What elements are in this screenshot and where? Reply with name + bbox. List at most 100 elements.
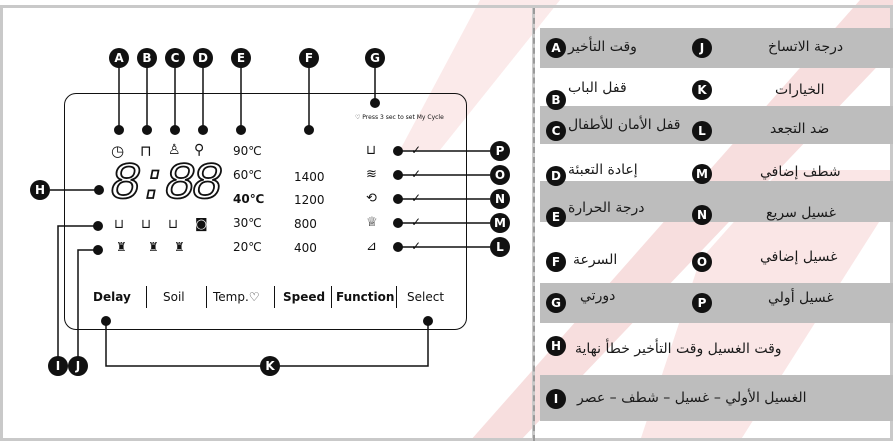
leader-dot: [198, 125, 208, 135]
door-lock-icon: ⊓: [140, 142, 152, 160]
leader-dot: [393, 242, 403, 252]
leader-dot: [93, 245, 103, 255]
seven-segment-display: 8:88: [109, 154, 224, 215]
legend-text-h: وقت الغسيل وقت التأخير خطأ نهاية: [575, 341, 782, 357]
prewash-option-icon: ⊔: [366, 143, 377, 158]
delay-button[interactable]: Delay: [93, 290, 131, 304]
legend-band: [540, 28, 893, 68]
extra-wash-option-icon: ≋: [366, 167, 377, 182]
leader-lines: [50, 66, 490, 367]
display-panel: [64, 93, 467, 330]
callout-m: M: [490, 213, 510, 233]
temp-90: 90℃: [233, 144, 262, 158]
leader-dot: [94, 185, 104, 195]
callout-i: I: [48, 356, 68, 376]
soil-normal-icon: ♜: [148, 240, 159, 254]
temp-60: 60℃: [233, 168, 262, 182]
extra-rinse-option-icon: ♕: [366, 215, 378, 230]
callout-a: A: [109, 48, 129, 68]
leader-dot: [114, 125, 124, 135]
legend-badge-p: P: [692, 293, 712, 313]
temp-40: 40℃: [233, 192, 265, 206]
callout-l: L: [490, 237, 510, 257]
callout-g: G: [365, 48, 385, 68]
button-separator: [274, 286, 275, 308]
select-button[interactable]: Select: [407, 290, 445, 304]
leader-dot: [423, 316, 433, 326]
callout-f: F: [299, 48, 319, 68]
check-mark: ✓: [411, 215, 422, 229]
leader-dot: [170, 125, 180, 135]
soil-heavy-icon: ♜: [174, 240, 185, 254]
temp-button[interactable]: Temp.♡: [213, 290, 260, 304]
legend-text-e: درجة الحرارة: [568, 200, 645, 216]
button-separator: [331, 286, 332, 308]
legend-badge-j: J: [692, 38, 712, 58]
button-separator: [206, 286, 207, 308]
leader-dot: [101, 316, 111, 326]
legend-text-i: الغسيل الأولي – غسيل – شطف – عصر: [577, 390, 807, 406]
legend-badge-c: C: [546, 121, 566, 141]
leader-dot: [304, 125, 314, 135]
child-lock-icon: ♙: [168, 142, 181, 158]
legend-badge-e: E: [546, 207, 566, 227]
callout-j: J: [68, 356, 88, 376]
heart-icon: ♡: [355, 114, 363, 121]
legend-badge-g: G: [546, 293, 566, 313]
callout-k: K: [260, 356, 280, 376]
callout-p: P: [490, 141, 510, 161]
spin-icon: ◙: [195, 217, 208, 232]
legend-band: [540, 283, 893, 323]
legend-badge-o: O: [692, 252, 712, 272]
legend-badge-a: A: [546, 38, 566, 58]
legend-badge-b: B: [546, 90, 566, 110]
button-separator: [146, 286, 147, 308]
function-button[interactable]: Function: [336, 290, 395, 304]
leader-dot: [393, 146, 403, 156]
speed-400: 400: [294, 241, 317, 255]
legend-text-c: قفل الأمان للأطفال: [568, 117, 681, 133]
heart-icon: ♡: [248, 290, 260, 304]
dashed-divider: [533, 8, 535, 441]
legend-text-b: قفل الباب: [568, 80, 627, 96]
legend-text-p: غسيل أولي: [768, 290, 834, 306]
legend-text-n: غسيل سريع: [766, 205, 836, 221]
leader-dot: [142, 125, 152, 135]
leader-dot: [93, 221, 103, 231]
speed-800: 800: [294, 217, 317, 231]
legend-band: [540, 375, 893, 421]
check-mark: ✓: [411, 191, 422, 205]
soil-light-icon: ♜: [116, 240, 127, 254]
legend-band: [540, 181, 893, 222]
callout-c: C: [165, 48, 185, 68]
legend-text-l: ضد التجعد: [770, 121, 830, 137]
my-cycle-hint: ♡ Press 3 sec to set My Cycle: [355, 114, 444, 121]
leader-dot: [236, 125, 246, 135]
legend-outer-frame: [535, 5, 893, 441]
callout-e: E: [231, 48, 251, 68]
legend-badge-f: F: [546, 252, 566, 272]
legend-band: [540, 106, 893, 144]
quick-wash-option-icon: ⟲: [366, 191, 377, 206]
legend-badge-n: N: [692, 205, 712, 225]
temp-20: 20℃: [233, 240, 262, 254]
wash-icon: ⊔: [141, 217, 152, 232]
leader-dot: [393, 194, 403, 204]
legend-badge-d: D: [546, 166, 566, 186]
speed-button[interactable]: Speed: [283, 290, 326, 304]
callout-b: B: [137, 48, 157, 68]
speed-1200: 1200: [294, 193, 325, 207]
callout-o: O: [490, 165, 510, 185]
legend-badge-k: K: [692, 80, 712, 100]
legend-badge-i: I: [546, 389, 566, 409]
check-mark: ✓: [411, 167, 422, 181]
legend-badge-l: L: [692, 121, 712, 141]
soil-button[interactable]: Soil: [163, 290, 185, 304]
legend-text-j: درجة الاتساخ: [768, 39, 844, 55]
prewash-icon: ⊔: [114, 217, 125, 232]
legend-text-d: إعادة التعبئة: [568, 162, 638, 178]
legend-text-m: شطف إضافي: [760, 164, 841, 180]
clock-icon: ◷: [111, 142, 125, 160]
leader-dot: [393, 218, 403, 228]
check-mark: ✓: [411, 239, 422, 253]
